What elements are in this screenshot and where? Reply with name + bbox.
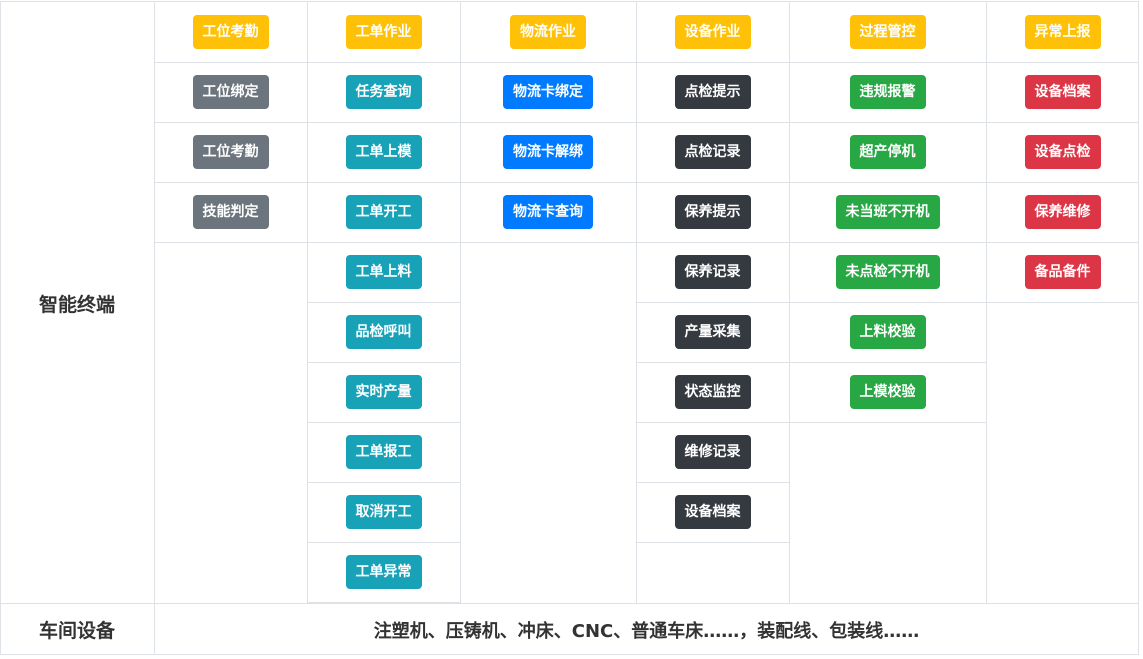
process-tag: 上料校验 [849,315,926,349]
equipment-list: 注塑机、压铸机、冲床、CNC、普通车床……，装配线、包装线…… [373,620,920,642]
cell-divider [636,362,789,363]
cell-divider [636,542,789,543]
cell-divider [154,122,307,123]
cell-divider [307,302,460,303]
cell-divider [307,482,460,483]
row-label-terminal: 智能终端 [38,293,115,316]
row-label-equipment: 车间设备 [38,620,115,642]
header-tag-logistics: 物流作业 [510,15,586,49]
workorder-tag: 工单上料 [345,255,422,289]
cell-divider [986,302,1139,303]
device-tag: 点检记录 [674,135,751,169]
cell-divider [460,122,636,123]
column-divider [460,2,461,603]
cell-divider [636,242,789,243]
cell-divider [307,122,460,123]
device-tag: 状态监控 [674,375,751,409]
header-tag-exception: 异常上报 [1024,15,1101,49]
workorder-tag: 工单开工 [345,195,422,229]
cell-divider [307,182,460,183]
cell-divider [460,242,636,243]
station-tag: 技能判定 [192,195,269,229]
cell-divider [154,242,307,243]
cell-divider [636,302,789,303]
cell-divider [789,242,986,243]
workorder-tag: 品检呼叫 [345,315,422,349]
workorder-tag: 取消开工 [345,495,422,529]
cell-divider [789,362,986,363]
device-tag: 保养提示 [674,195,751,229]
cell-divider [636,422,789,423]
process-tag: 违规报警 [849,75,926,109]
cell-divider [307,62,460,63]
process-tag: 未当班不开机 [835,195,940,229]
device-tag: 保养记录 [674,255,751,289]
workorder-tag: 工单异常 [345,555,422,589]
station-tag: 工位绑定 [192,75,269,109]
cell-divider [789,422,986,423]
cell-divider [460,182,636,183]
cell-divider [789,62,986,63]
cell-divider [636,62,789,63]
row-divider [1,603,1139,604]
workorder-tag: 任务查询 [345,75,422,109]
logistics-tag: 物流卡查询 [503,195,593,229]
cell-divider [789,182,986,183]
cell-divider [636,182,789,183]
station-tag: 工位考勤 [192,135,269,169]
exception-tag: 保养维修 [1024,195,1101,229]
exception-tag: 设备点检 [1024,135,1101,169]
cell-divider [636,122,789,123]
cell-divider [154,62,307,63]
logistics-tag: 物流卡解绑 [503,135,593,169]
header-tag-workorder: 工单作业 [345,15,422,49]
device-tag: 产量采集 [674,315,751,349]
header-tag-station: 工位考勤 [192,15,269,49]
device-tag: 设备档案 [674,495,751,529]
cell-divider [307,242,460,243]
cell-divider [986,122,1139,123]
header-tag-device: 设备作业 [674,15,751,49]
process-tag: 超产停机 [849,135,926,169]
exception-tag: 备品备件 [1024,255,1101,289]
cell-divider [789,122,986,123]
cell-divider [986,242,1139,243]
cell-divider [789,302,986,303]
process-tag: 未点检不开机 [835,255,940,289]
header-tag-process: 过程管控 [849,15,926,49]
process-tag: 上模校验 [849,375,926,409]
workorder-tag: 工单报工 [345,435,422,469]
device-tag: 维修记录 [674,435,751,469]
cell-divider [636,482,789,483]
cell-divider [154,182,307,183]
cell-divider [307,422,460,423]
column-divider [154,2,155,655]
cell-divider [986,62,1139,63]
cell-divider [307,602,460,603]
cell-divider [307,542,460,543]
cell-divider [460,62,636,63]
cell-divider [307,362,460,363]
workorder-tag: 实时产量 [345,375,422,409]
cell-divider [986,182,1139,183]
logistics-tag: 物流卡绑定 [503,75,593,109]
exception-tag: 设备档案 [1024,75,1101,109]
workorder-tag: 工单上模 [345,135,422,169]
device-tag: 点检提示 [674,75,751,109]
